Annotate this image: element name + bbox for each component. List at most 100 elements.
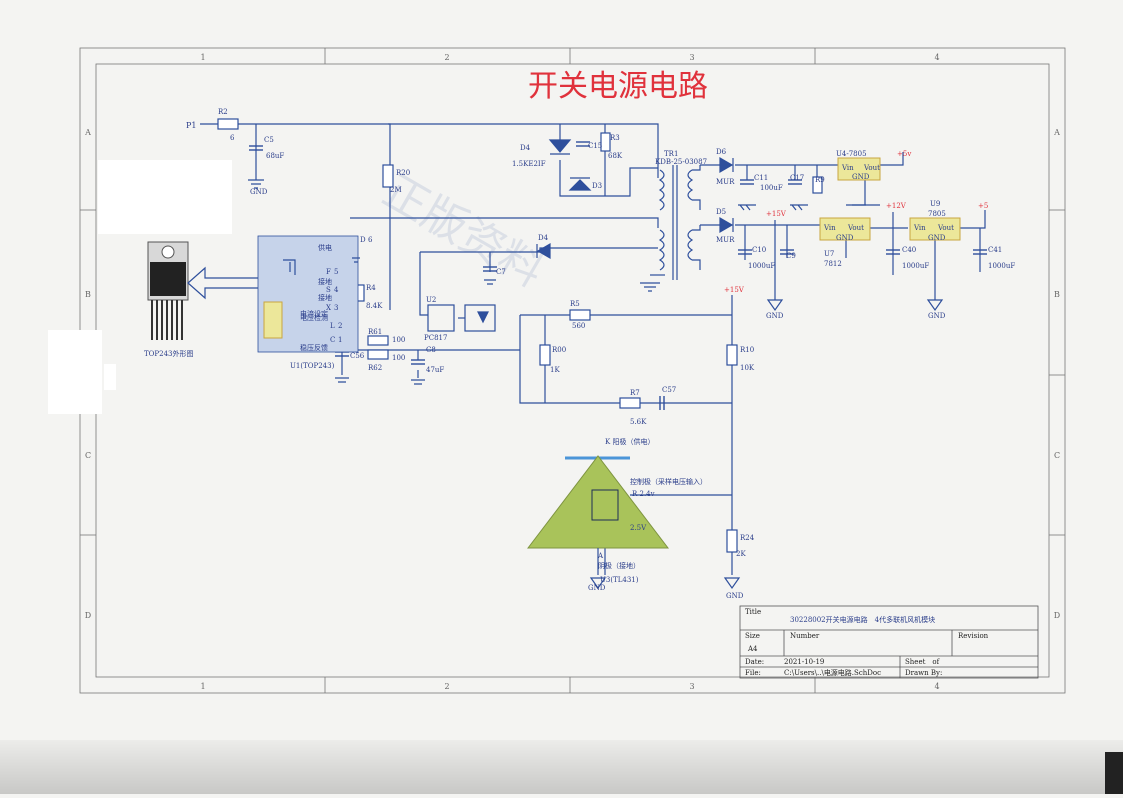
label-r10: R10 [740, 346, 754, 354]
row-label: C [1054, 451, 1060, 460]
pin-s-letter: S [326, 286, 331, 294]
col-label: 4 [934, 53, 939, 62]
pin-l-letter: L [330, 322, 335, 330]
label-u9-value: 7805 [928, 210, 946, 218]
label-c8: C8 [426, 346, 436, 354]
redaction-box [98, 160, 232, 234]
label-u9-gnd: GND [928, 234, 946, 242]
label-plus5: +5 [978, 202, 988, 210]
label-r62: R62 [368, 364, 382, 372]
tb-revision-label: Revision [958, 632, 989, 640]
row-label: D [85, 611, 91, 620]
col-label: 4 [934, 682, 939, 691]
label-c56: C56 [350, 352, 365, 360]
grid-labels: 1 2 3 4 1 2 3 4 A B C D A B C D [84, 53, 1060, 691]
label-gnd-r24: GND [726, 592, 744, 600]
label-r3: R3 [610, 134, 620, 142]
label-r61-value: 100 [392, 336, 405, 344]
col-label: 2 [444, 682, 449, 691]
scan-shadow [0, 740, 1123, 794]
pin-l-number: 2 [338, 322, 342, 330]
label-r24: R24 [740, 534, 755, 542]
label-u4-vout: Vout [863, 164, 880, 172]
label-u2-value: PC817 [424, 334, 447, 342]
pin-x-letter: X [326, 304, 331, 312]
label-plus12v: +12V [886, 202, 907, 210]
label-c41: C41 [988, 246, 1002, 254]
label-plus15v: +15V [766, 210, 787, 218]
pin-l-text: 电流设定 [300, 309, 328, 318]
tb-drawn-label: Drawn By: [905, 669, 942, 677]
top243-mosfet [283, 259, 296, 275]
tb-size-label: Size [745, 632, 760, 640]
label-r20: R20 [396, 169, 410, 177]
optocoupler-u2 [427, 304, 496, 332]
page-title: 开关电源电路 [528, 69, 708, 104]
label-u9-vin: Vin [913, 224, 926, 232]
col-label: 3 [689, 682, 694, 691]
row-label: B [85, 290, 91, 299]
pin-f-number: 5 [334, 268, 338, 276]
regulator-u4 [837, 157, 881, 181]
label-r2-value: 6 [230, 134, 235, 142]
label-d4: D4 [520, 144, 531, 152]
col-label: 1 [200, 53, 205, 62]
row-label: A [1053, 128, 1060, 137]
label-c8-value: 47uF [426, 366, 444, 374]
label-r4-value: 8.4K [366, 302, 383, 310]
label-r3-value: 68K [608, 152, 623, 160]
pin-d-letter: D [360, 236, 366, 244]
component-labels: P1 R2 6 C5 68uF GND R20 2M D4 1.5KE2IF C… [144, 108, 1015, 600]
tl431-u3 [526, 455, 670, 575]
label-r5: R5 [570, 300, 580, 308]
label-r24-value: 2K [736, 550, 746, 558]
label-d5-value: MUR [716, 236, 735, 244]
label-d3: D3 [592, 182, 602, 190]
row-label: C [85, 451, 91, 460]
label-r9: R9 [815, 176, 825, 184]
tb-title-label: Title [745, 608, 761, 616]
row-label: B [1054, 290, 1060, 299]
label-c40: C40 [902, 246, 916, 254]
label-u9: U9 [930, 200, 940, 208]
label-d6-value: MUR [716, 178, 735, 186]
label-u3: U3(TL431) [600, 576, 639, 584]
label-r10-value: 10K [740, 364, 755, 372]
pin-d-number: 6 [368, 236, 373, 244]
title-block-text: Title 30228002开关电源电路 4代多联机风机模块 Size A4 N… [745, 608, 989, 677]
label-d4-value: 1.5KE2IF [512, 160, 546, 168]
label-u4: U4-7805 [836, 150, 867, 158]
label-r00-value: 1K [550, 366, 560, 374]
label-tl431-a-desc: 阴极（接地） [598, 561, 640, 570]
label-u7-gnd: GND [836, 234, 854, 242]
pin-s-text: 接地 [318, 293, 332, 302]
pin-c-number: 1 [338, 336, 342, 344]
label-r61: R61 [368, 328, 382, 336]
transformer-tr1 [650, 165, 701, 280]
label-r4: R4 [366, 284, 376, 292]
label-tl431-r24: R 2.4v [632, 490, 655, 498]
row-label: D [1054, 611, 1060, 620]
label-r00: R00 [552, 346, 566, 354]
pin-d-text: 供电 [318, 243, 332, 252]
title-block [739, 605, 1039, 679]
label-c10: C10 [752, 246, 766, 254]
tb-date-label: Date: [745, 658, 764, 666]
pin-c-text: 稳压反馈 [300, 343, 328, 352]
label-u7: U7 [824, 250, 834, 258]
label-top243-outline: TOP243外形图 [144, 349, 193, 358]
col-label: 1 [200, 682, 205, 691]
label-r2: R2 [218, 108, 228, 116]
label-tr1-value: KDB-25-03087 [655, 158, 707, 166]
top243-package [147, 241, 258, 340]
tb-file-label: File: [745, 669, 761, 677]
label-r5-value: 560 [572, 322, 585, 330]
label-c11: C11 [754, 174, 768, 182]
col-label: 3 [689, 53, 694, 62]
label-c57: C57 [662, 386, 676, 394]
label-c17: C17 [790, 174, 804, 182]
resistors [217, 118, 823, 553]
wires [200, 123, 986, 575]
